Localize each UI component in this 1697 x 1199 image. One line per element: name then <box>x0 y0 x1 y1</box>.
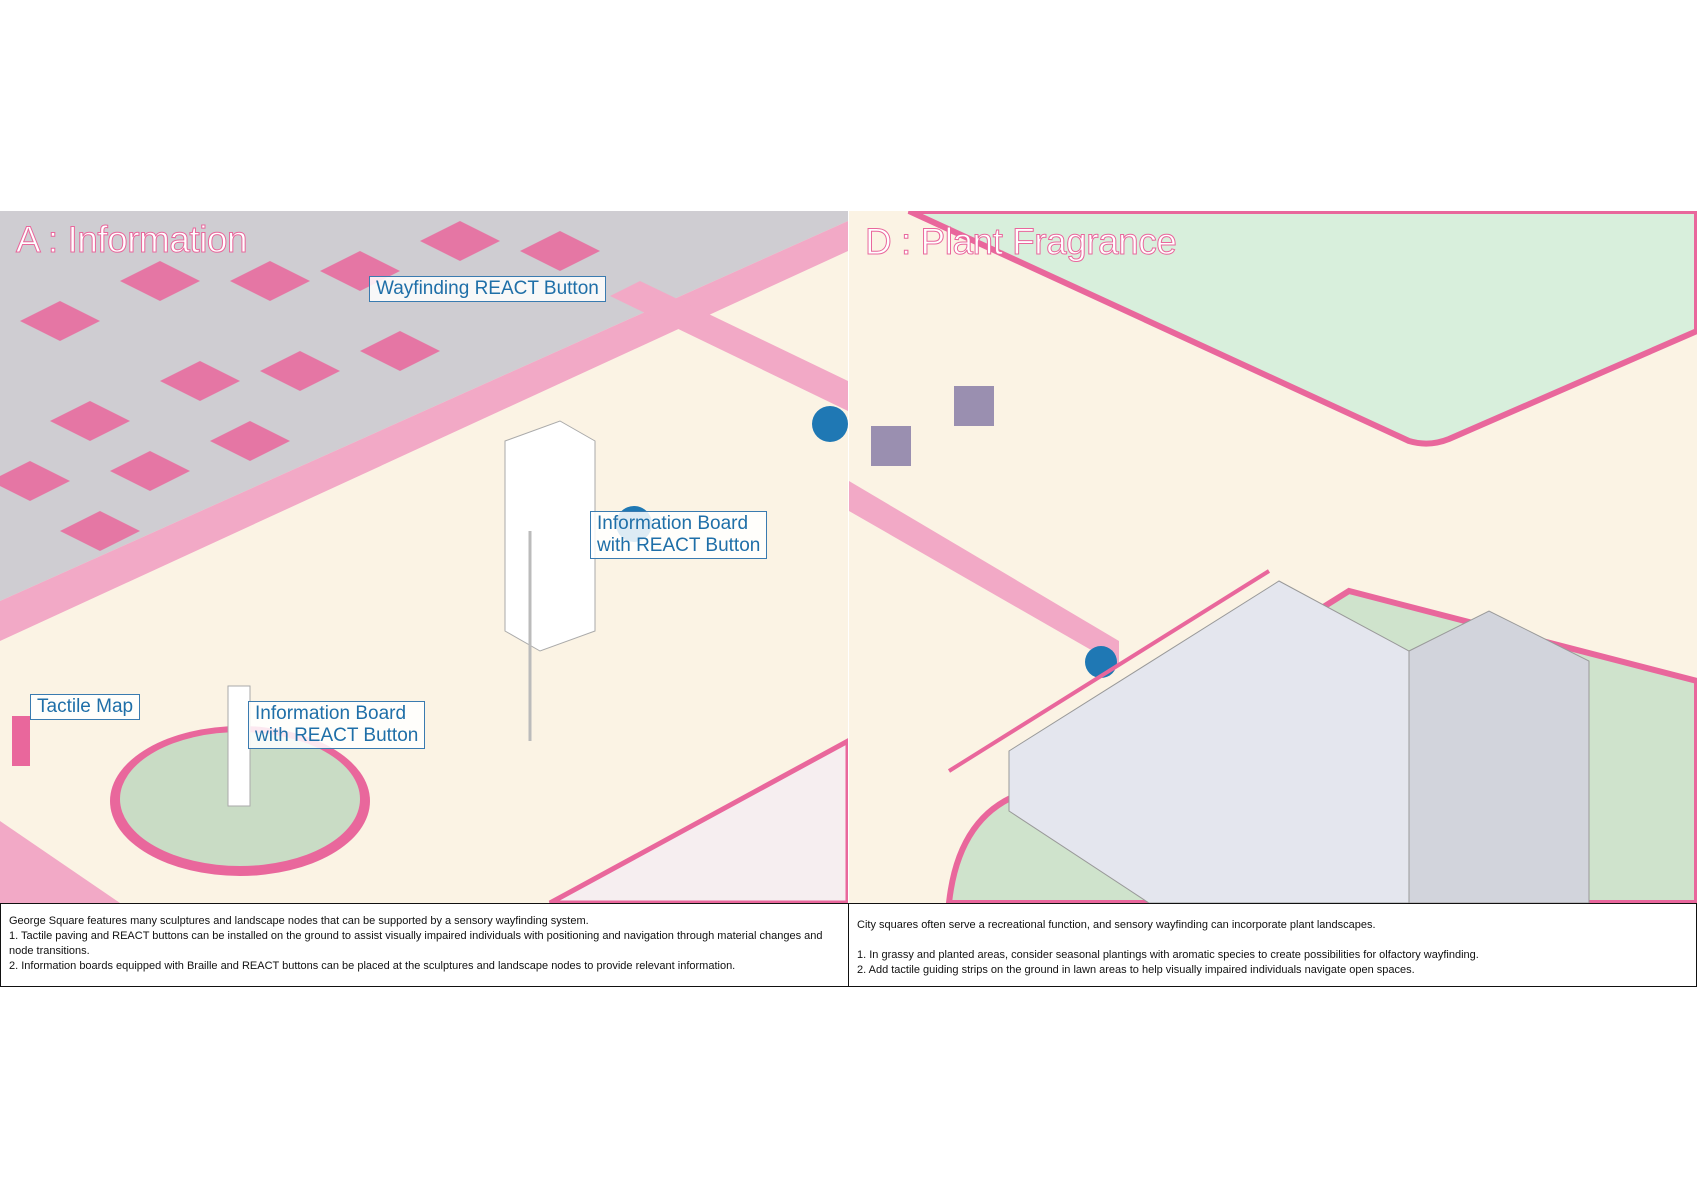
planted-area <box>548 738 848 903</box>
tactile-map-board <box>12 716 30 766</box>
callout-information-board: Information Board with REACT Button <box>590 511 768 559</box>
callout-line: Information Board <box>255 703 407 724</box>
planter-box <box>871 426 911 466</box>
react-button-marker <box>812 406 848 442</box>
callout-information-board-2: Information Board with REACT Button <box>248 701 426 749</box>
statue-column <box>227 685 251 807</box>
callout-line: Information Board <box>597 513 749 534</box>
panel-a-illustration <box>0 211 848 903</box>
description-point-1: 1. Tactile paving and REACT buttons can … <box>9 930 823 957</box>
panel-d-description: City squares often serve a recreational … <box>848 903 1697 987</box>
callout-line: with REACT Button <box>255 725 419 746</box>
tactile-guiding-strip <box>849 481 1119 666</box>
description-intro: George Square features many sculptures a… <box>9 915 589 927</box>
lawn-area <box>907 211 1697 447</box>
tactile-paving-crossing <box>610 281 848 411</box>
stepped-plaza <box>1008 580 1410 903</box>
pink-railing <box>947 569 1271 773</box>
tactile-paving-strip <box>0 221 848 641</box>
description-point-2: 2. Information boards equipped with Brai… <box>9 960 736 972</box>
sculpture-monument <box>504 420 596 652</box>
description-point-2: 2. Add tactile guiding strips on the gro… <box>857 964 1415 976</box>
react-button-marker <box>1085 646 1117 678</box>
description-point-1: 1. In grassy and planted areas, consider… <box>857 949 1479 961</box>
panel-d-plant-fragrance: D : Plant Fragrance <box>849 211 1697 903</box>
tactile-paving-corner <box>0 821 120 903</box>
callout-wayfinding-react-button: Wayfinding REACT Button <box>369 276 606 302</box>
tall-block <box>1408 610 1590 903</box>
planter-box <box>954 386 994 426</box>
description-intro: City squares often serve a recreational … <box>857 919 1376 931</box>
panel-d-illustration <box>849 211 1697 903</box>
callout-tactile-map: Tactile Map <box>30 694 141 720</box>
panel-title: D : Plant Fragrance <box>864 221 1177 263</box>
panel-title: A : Information <box>15 219 248 261</box>
callout-line: with REACT Button <box>597 535 761 556</box>
panel-a-description: George Square features many sculptures a… <box>0 903 850 987</box>
panel-a-information: A : Information Wayfinding REACT Button … <box>0 211 848 903</box>
